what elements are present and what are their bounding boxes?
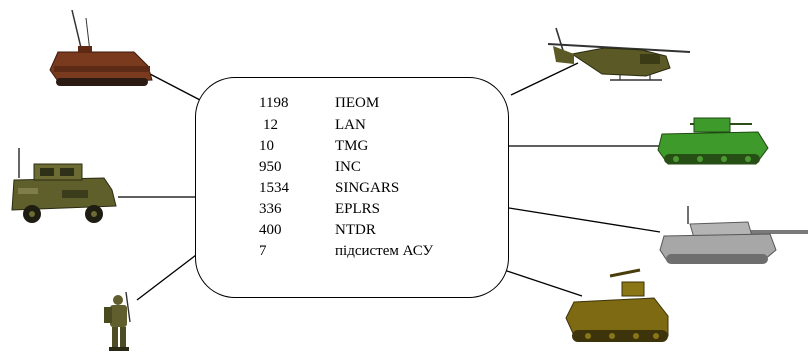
stat-count: 7 xyxy=(259,243,267,259)
infantry-fighting-vehicle-icon xyxy=(657,117,769,165)
stat-label: ПЕОМ xyxy=(335,95,380,111)
stat-count: 12 xyxy=(263,117,278,133)
stat-count: 400 xyxy=(259,222,282,238)
humvee-icon xyxy=(11,148,117,223)
soldier-icon xyxy=(104,291,131,351)
connector-lines xyxy=(118,62,661,301)
connector-apc xyxy=(149,73,201,101)
connector-carrier xyxy=(503,269,583,297)
missile-carrier-vehicle-icon xyxy=(565,268,669,342)
main-battle-tank-icon xyxy=(659,206,808,264)
stat-label: TMG xyxy=(335,138,369,154)
stat-label: EPLRS xyxy=(335,201,381,217)
stat-count: 1534 xyxy=(259,180,289,196)
connector-tank xyxy=(508,207,661,233)
stat-label: INC xyxy=(335,159,361,175)
stat-count: 1198 xyxy=(259,95,289,111)
stat-count: 336 xyxy=(259,201,282,217)
stat-count: 950 xyxy=(259,159,282,175)
stat-label: SINGARS xyxy=(335,180,400,196)
systems-summary-box: 1198 ПЕОМ 12 LAN 10 TMG 950 INC 1534 SIN… xyxy=(195,77,509,298)
stat-label: підсистем АСУ xyxy=(335,243,434,259)
helicopter-icon xyxy=(547,27,691,81)
stat-label: LAN xyxy=(335,117,366,133)
connector-soldier xyxy=(136,251,201,301)
apc-with-antenna-icon xyxy=(49,9,153,86)
stat-label: NTDR xyxy=(335,222,376,238)
connector-helicopter xyxy=(510,62,579,96)
stat-count: 10 xyxy=(259,138,274,154)
